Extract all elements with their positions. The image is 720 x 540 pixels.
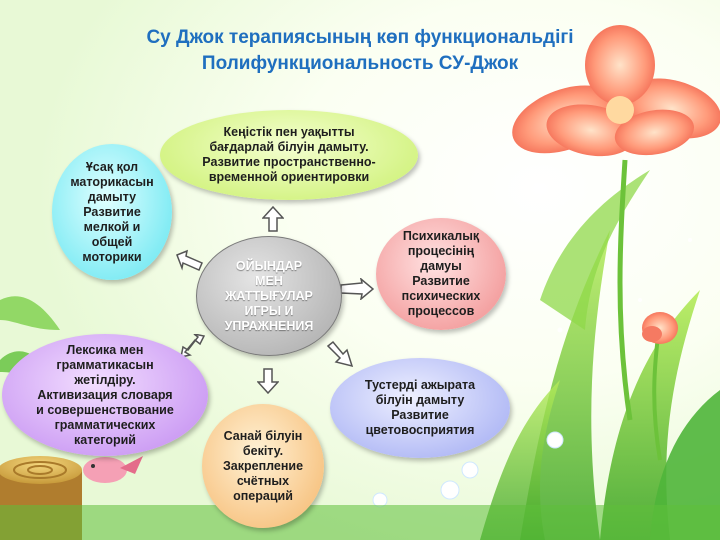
node-center-games-exercises: ОЙЫНДАР МЕН ЖАТТЫҒУЛАР ИГРЫ И УПРАЖНЕНИЯ — [196, 236, 342, 356]
node-spatial-orientation-text: Кеңістік пен уақытты бағдарлай білуін да… — [202, 125, 376, 184]
arrow-right-icon — [340, 278, 374, 300]
node-motor-skills-text: Ұсақ қол маторикасын дамыту Развитие мел… — [70, 159, 154, 264]
node-vocabulary-grammar: Лексика мен грамматикасын жетілдіру. Акт… — [2, 334, 208, 456]
node-spatial-orientation: Кеңістік пен уақытты бағдарлай білуін да… — [160, 110, 418, 200]
arrow-down-icon — [257, 368, 279, 394]
arrow-upleft-icon — [176, 249, 203, 271]
node-counting: Санай білуін бекіту. Закрепление счётных… — [202, 404, 324, 528]
arrow-downright-icon — [326, 340, 354, 368]
title-russian: Полифункциональность СУ-Джок — [201, 53, 519, 74]
node-motor-skills: Ұсақ қол маторикасын дамыту Развитие мел… — [52, 144, 172, 280]
node-vocabulary-grammar-text: Лексика мен грамматикасын жетілдіру. Акт… — [36, 342, 174, 447]
title-kazakh: Су Джок терапиясының көп функциональдігі — [146, 27, 574, 48]
node-mental-processes: Психикалық процесінің дамуы Развитие пси… — [376, 218, 506, 330]
arrow-downleft-icon — [180, 334, 206, 358]
arrow-up-icon — [262, 206, 284, 232]
node-mental-processes-text: Психикалық процесінің дамуы Развитие пси… — [401, 229, 481, 318]
node-color-perception: Тустерді ажырата білуін дамыту Развитие … — [330, 358, 510, 458]
node-counting-text: Санай білуін бекіту. Закрепление счётных… — [222, 428, 304, 503]
node-color-perception-text: Тустерді ажырата білуін дамыту Развитие … — [364, 378, 476, 437]
node-center-text: ОЙЫНДАР МЕН ЖАТТЫҒУЛАР ИГРЫ И УПРАЖНЕНИЯ — [224, 258, 314, 333]
